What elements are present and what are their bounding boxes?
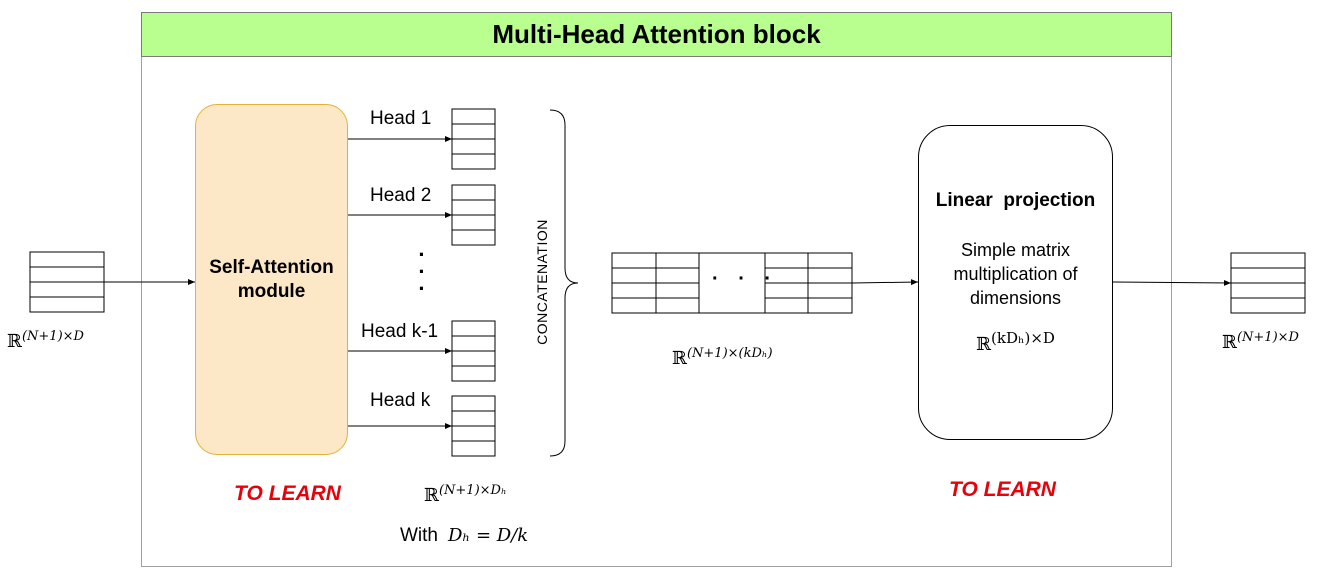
head-k-matrix xyxy=(451,395,496,457)
head-k-1-matrix xyxy=(451,320,496,382)
self-attention-label: Self-Attention module xyxy=(209,256,334,302)
heads-ellipsis: ··· xyxy=(418,242,426,301)
linear-projection-description: Simple matrix multiplication of dimensio… xyxy=(953,240,1078,308)
output-matrix xyxy=(1230,252,1306,314)
projection-to-learn: TO LEARN xyxy=(949,478,1056,501)
head-dimension: ℝ(N+1)×Dₕ xyxy=(424,483,507,506)
input-dimension: ℝ(N+1)×D xyxy=(7,329,84,352)
head-2-matrix xyxy=(451,184,496,246)
self-attention-module: Self-Attention module xyxy=(195,104,348,455)
output-dimension: ℝ(N+1)×D xyxy=(1222,330,1299,353)
head-1-label: Head 1 xyxy=(370,108,432,129)
linear-projection-module: Linear projection Simple matrix multipli… xyxy=(918,125,1113,440)
projection-dimension: ℝ(kDₕ)×D xyxy=(976,329,1055,355)
concatenation-label: CONCATENATION xyxy=(534,219,550,345)
concat-brace xyxy=(549,109,579,457)
concat-arrow xyxy=(851,279,919,286)
output-arrow xyxy=(1112,279,1232,286)
concat-dimension: ℝ(N+1)×(kDₕ) xyxy=(672,346,773,369)
head-1-matrix xyxy=(451,108,496,170)
input-matrix xyxy=(29,251,105,313)
head-k-label: Head k xyxy=(370,390,431,411)
concat-matrix xyxy=(611,252,853,314)
head-k-1-label: Head k-1 xyxy=(361,321,439,342)
linear-projection-title: Linear projection xyxy=(935,190,1096,211)
concat-ellipsis: · · · xyxy=(712,268,779,290)
block-title: Multi-Head Attention block xyxy=(141,12,1172,57)
head-2-label: Head 2 xyxy=(370,185,432,206)
self-attention-to-learn: TO LEARN xyxy=(234,482,341,505)
